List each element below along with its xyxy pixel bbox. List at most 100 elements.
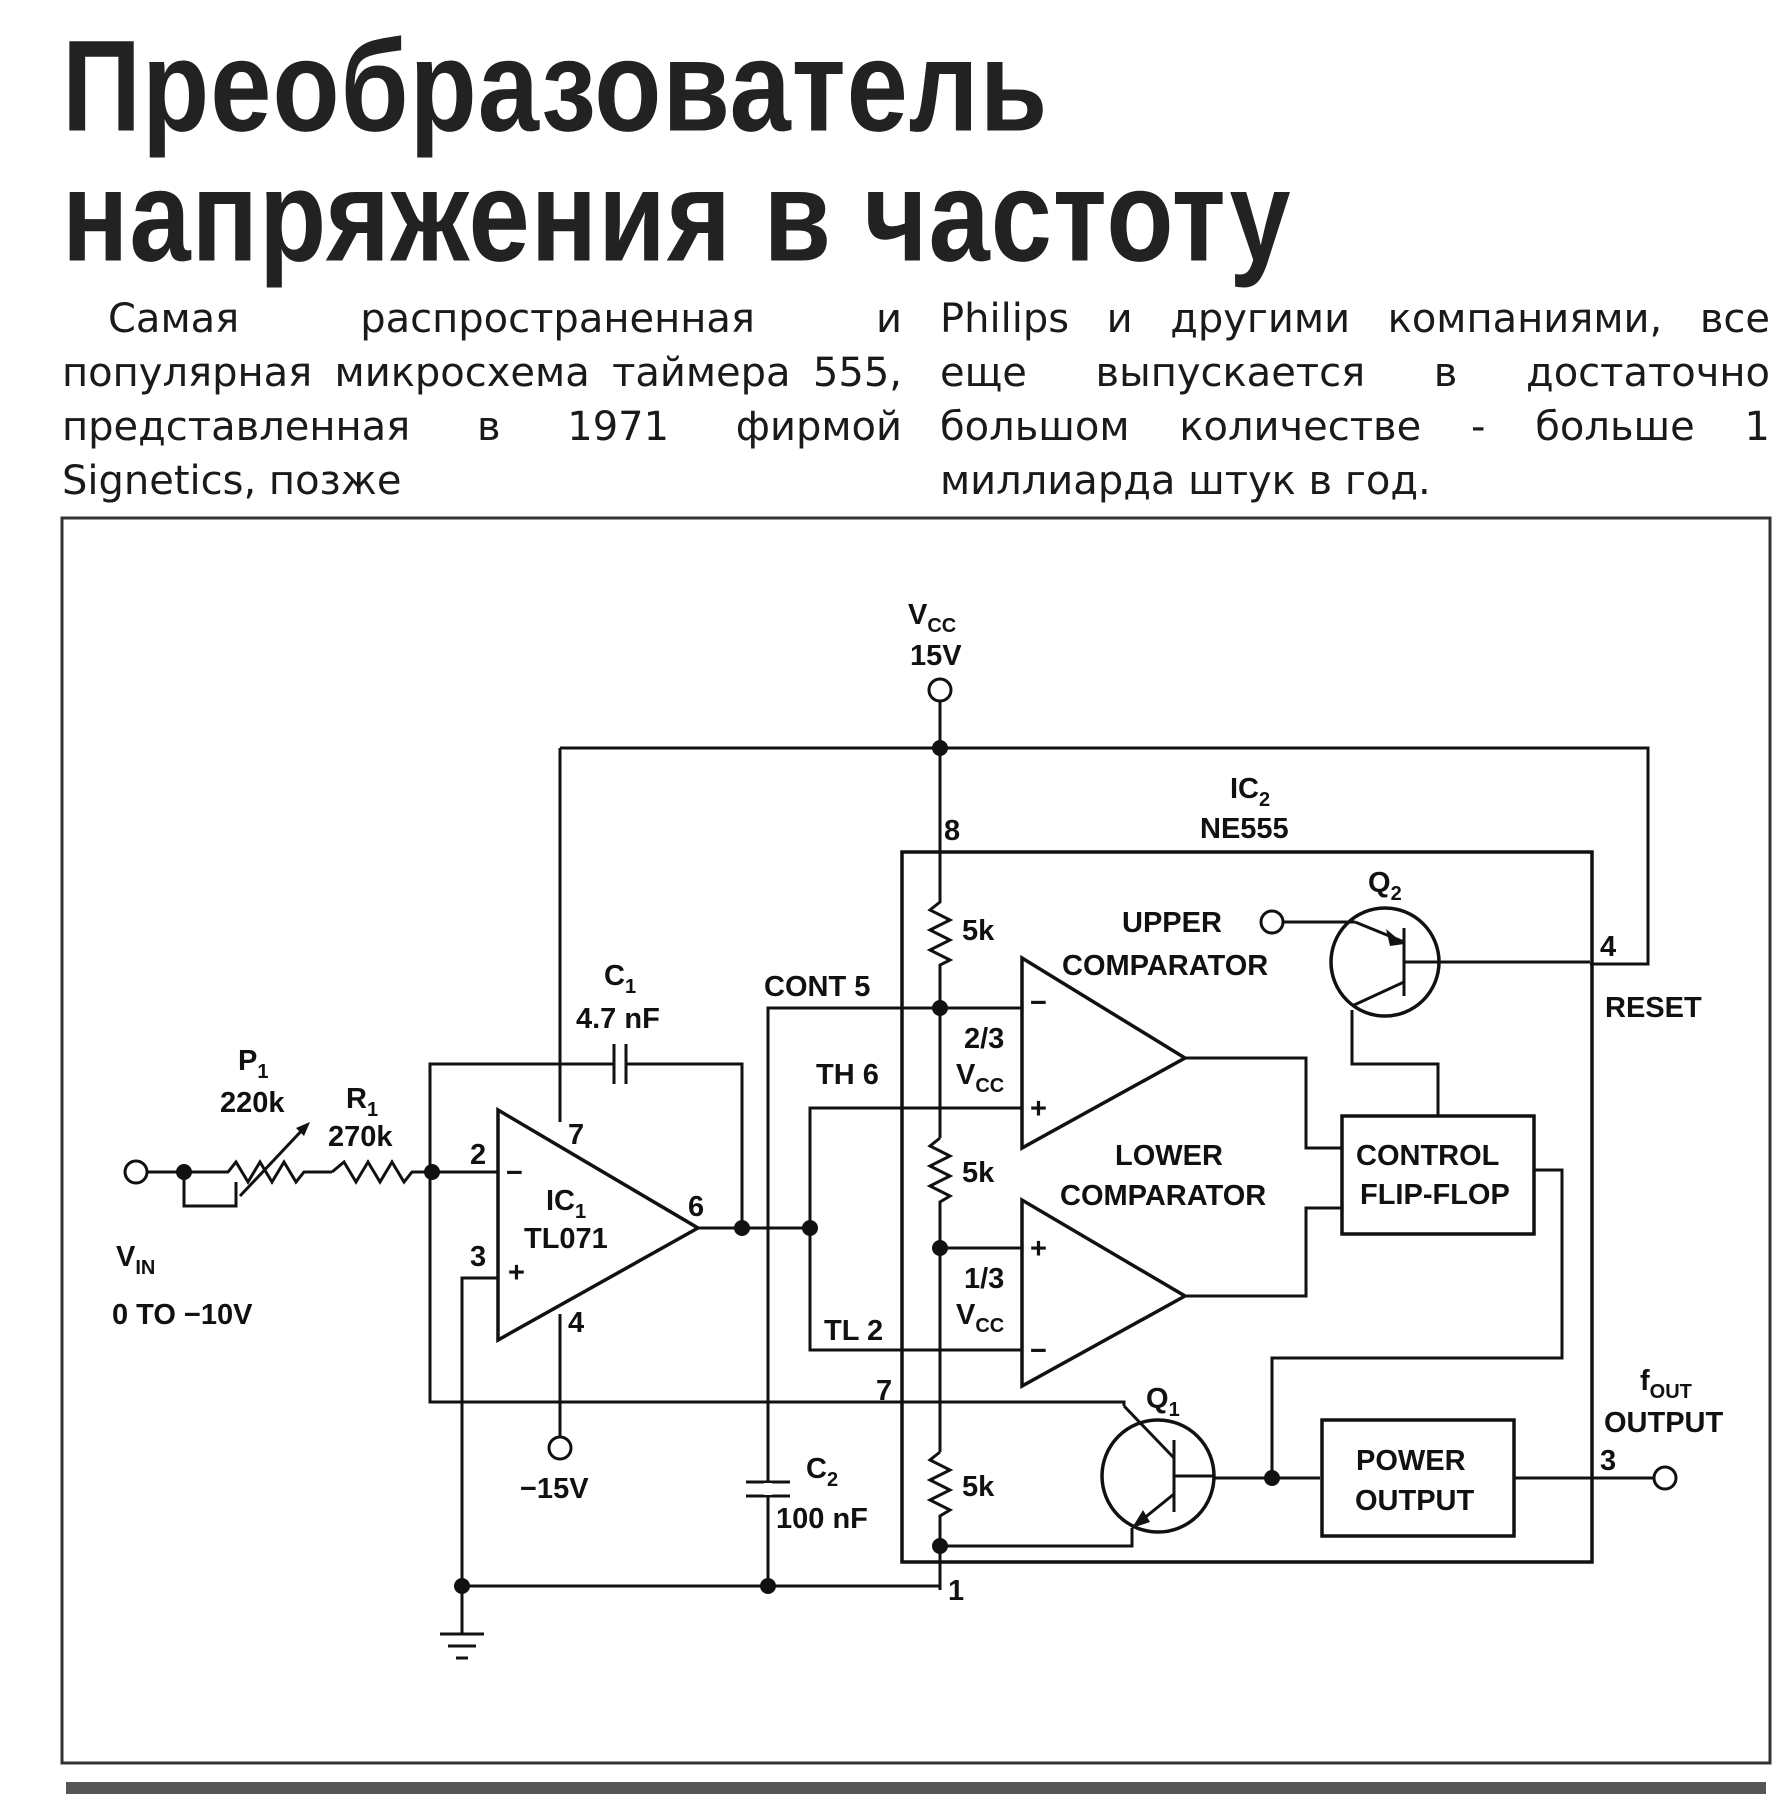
control-label-1: CONTROL (1356, 1140, 1499, 1172)
th-pin-label: TH 6 (816, 1059, 879, 1091)
lower-comp-text: COMPARATOR (1060, 1180, 1266, 1212)
upper-terminal (1259, 909, 1285, 935)
res-mid-label: 5k (962, 1157, 995, 1189)
vcc-terminal (927, 677, 953, 703)
vcc-label: VCC (908, 599, 956, 637)
th-tl-junction (802, 1220, 818, 1236)
c2-value: 100 nF (776, 1503, 868, 1535)
c1-feedback-left (428, 1062, 614, 1172)
intro-column-right: Philips и другими компаниями, все еще вы… (940, 292, 1770, 508)
power-label-1: POWER (1356, 1445, 1466, 1477)
article-title-line1: Преобразователь (62, 13, 1049, 159)
res-bot-label: 5k (962, 1471, 995, 1503)
page-footer-bar (66, 1782, 1766, 1794)
vcc-junction (932, 740, 948, 756)
ic1-pin6: 6 (688, 1191, 704, 1223)
r1-value: 270k (328, 1121, 393, 1153)
c1-label: C1 (604, 960, 636, 998)
vin-terminal (123, 1159, 149, 1185)
ic1-pin2: 2 (470, 1139, 486, 1171)
control-flip-flop (1340, 1114, 1536, 1236)
ff-output-wire (1270, 1168, 1564, 1478)
lower-minus: − (1030, 1335, 1047, 1367)
ground-rail (462, 1546, 942, 1588)
res-top-label: 5k (962, 915, 995, 947)
capacitor-c1 (612, 1044, 628, 1084)
neg15-terminal (547, 1435, 573, 1461)
ground-icon (440, 1586, 484, 1660)
q1-label: Q1 (1146, 1383, 1180, 1421)
upper-out-wire (1185, 1056, 1342, 1150)
c1-value: 4.7 nF (576, 1003, 660, 1035)
two-thirds-vcc: VCC (956, 1059, 1004, 1097)
intro-paragraph-right: Philips и другими компаниями, все еще вы… (940, 296, 1770, 504)
ic2-label: IC2 (1230, 773, 1270, 811)
upper-comp-name: UPPER (1122, 907, 1222, 939)
resistor-r1 (331, 1159, 432, 1185)
vcc-value: 15V (910, 640, 962, 672)
one-third-vcc: VCC (956, 1299, 1004, 1337)
divider-resistor-mid (926, 1136, 954, 1248)
ic2-part: NE555 (1200, 813, 1289, 845)
ff-q2-wire (1350, 1010, 1440, 1116)
ic2-pin4: 4 (1600, 931, 1616, 963)
q2-label: Q2 (1368, 867, 1402, 905)
ic1-plus: + (508, 1257, 525, 1289)
cont-wire (766, 1006, 940, 1586)
lower-plus: + (1030, 1233, 1047, 1265)
c2-label: C2 (806, 1453, 838, 1491)
q1-base-junction (1264, 1470, 1280, 1486)
q1-transistor (1100, 1404, 1216, 1534)
p1-value: 220k (220, 1087, 285, 1119)
neg15-label: −15V (520, 1473, 589, 1505)
intro-paragraph-left: Самая распространенная и популярная микр… (62, 296, 902, 504)
ic1-label: IC1 (546, 1185, 586, 1223)
ic1-pin7: 7 (568, 1119, 584, 1151)
ic2-pin1: 1 (948, 1575, 964, 1607)
tl-wire (808, 1228, 1022, 1352)
ic1-part: TL071 (524, 1223, 608, 1255)
ic1-opamp (496, 1106, 702, 1343)
vin-range: 0 TO −10V (112, 1299, 253, 1331)
ic2-box (900, 850, 1594, 1564)
lower-comp-name: LOWER (1115, 1140, 1223, 1172)
upper-plus: + (1030, 1093, 1047, 1125)
c2-gap (764, 1483, 772, 1495)
one-third: 1/3 (964, 1263, 1004, 1295)
intro-column-left: Самая распространенная и популярная микр… (62, 292, 902, 508)
cont-pin-label: CONT 5 (764, 971, 870, 1003)
upper-minus: − (1030, 987, 1047, 1019)
ic2-pin7: 7 (876, 1375, 892, 1407)
output-label: OUTPUT (1604, 1407, 1724, 1439)
figure-frame (60, 516, 1772, 1765)
upper-comp-text: COMPARATOR (1062, 950, 1268, 982)
lower-comparator (1020, 1196, 1189, 1389)
lower-out-wire (1185, 1206, 1342, 1298)
vin-label: VIN (116, 1241, 155, 1279)
two-thirds: 2/3 (964, 1023, 1004, 1055)
ic2-pin8: 8 (944, 815, 960, 847)
r1-label: R1 (346, 1083, 378, 1121)
reset-label: RESET (1605, 992, 1702, 1024)
q1-emitter-wire (940, 1528, 1134, 1548)
ic1-pin4: 4 (568, 1307, 584, 1339)
divider-resistor-bot (926, 1450, 954, 1590)
ic1-pin3: 3 (470, 1241, 486, 1273)
ic2-pin3: 3 (1600, 1445, 1616, 1477)
divider-resistor-top (926, 898, 954, 1008)
c1-feedback-right (626, 1062, 744, 1228)
power-output-block (1320, 1418, 1516, 1538)
q2-transistor (1329, 906, 1441, 1018)
ground-junction-c2 (760, 1578, 776, 1594)
article-title-line2: напряжения в частоту (62, 143, 1292, 289)
discharge-wire (428, 1172, 1126, 1406)
control-label-2: FLIP-FLOP (1360, 1179, 1510, 1211)
inverting-junction (424, 1164, 440, 1180)
tl-pin-label: TL 2 (824, 1315, 883, 1347)
noninv-wire (460, 1276, 498, 1586)
p1-label: P1 (238, 1045, 268, 1083)
fout-label: fOUT (1640, 1365, 1692, 1403)
upper-comparator (1020, 954, 1189, 1151)
ic1-minus: − (506, 1157, 523, 1189)
